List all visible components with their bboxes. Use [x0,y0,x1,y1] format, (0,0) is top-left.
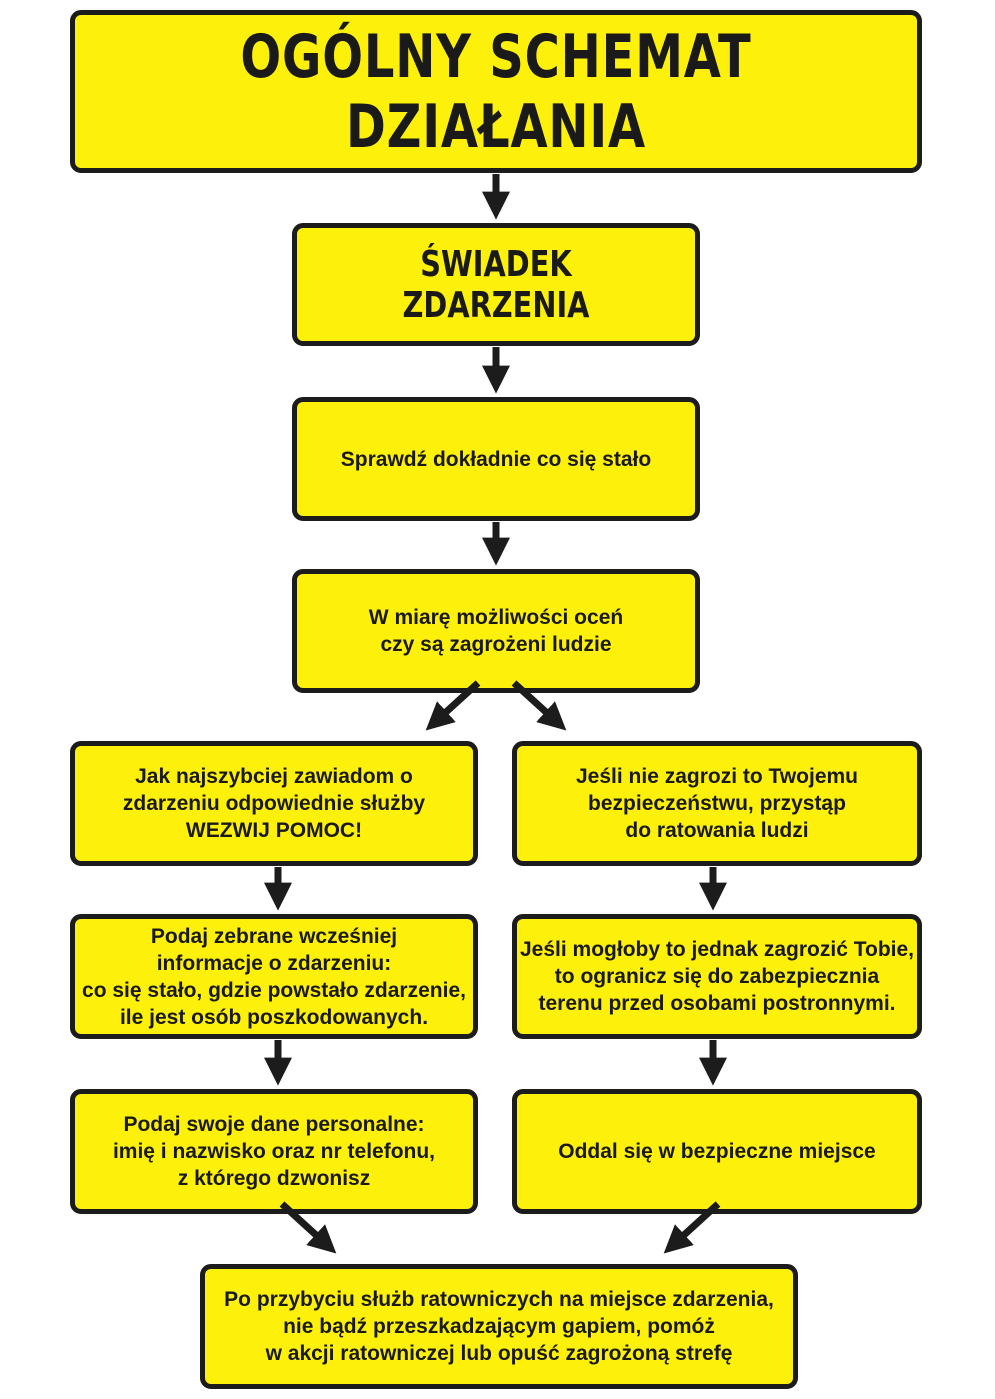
check-box: Sprawdź dokładnie co się stało [292,397,700,521]
personal-data-text: Podaj swoje dane personalne: imię i nazw… [112,1113,436,1190]
arrow-assess-to-rescue [511,680,567,731]
witness-box: ŚWIADEK ZDARZENIA [292,223,700,346]
give-info-text: Podaj zebrane wcześniej informacje o zda… [82,924,466,1029]
title-box: OGÓLNY SCHEMAT DZIAŁANIA [70,10,922,173]
diagram-title: OGÓLNY SCHEMAT DZIAŁANIA [240,21,752,162]
check-text: Sprawdź dokładnie co się stało [340,447,652,471]
secure-area-box: Jeśli mogłoby to jednak zagrozić Tobie, … [512,914,922,1039]
safe-place-box: Oddal się w bezpieczne miejsce [512,1089,922,1214]
secure-area-text: Jeśli mogłoby to jednak zagrozić Tobie, … [519,938,915,1015]
witness-label: ŚWIADEK ZDARZENIA [402,243,590,326]
assess-text: W miarę możliwości oceń czy są zagrożeni… [368,606,624,656]
safe-place-text: Oddal się w bezpieczne miejsce [558,1140,876,1163]
call-help-box: Jak najszybciej zawiadom o zdarzeniu odp… [70,741,478,866]
arrow-safe-place-to-final [663,1201,721,1254]
personal-data-box: Podaj swoje dane personalne: imię i nazw… [70,1089,478,1214]
final-box: Po przybyciu służb ratowniczych na miejs… [200,1264,798,1389]
assess-box: W miarę możliwości oceń czy są zagrożeni… [292,569,700,693]
call-help-text: Jak najszybciej zawiadom o zdarzeniu odp… [122,765,426,842]
rescue-box: Jeśli nie zagrozi to Twojemu bezpieczeńs… [512,741,922,866]
give-info-box: Podaj zebrane wcześniej informacje o zda… [70,914,478,1039]
arrow-assess-to-call-help [425,680,481,731]
rescue-text: Jeśli nie zagrozi to Twojemu bezpieczeńs… [576,765,858,842]
final-text: Po przybyciu służb ratowniczych na miejs… [224,1288,774,1365]
arrow-personal-data-to-final [279,1201,337,1254]
